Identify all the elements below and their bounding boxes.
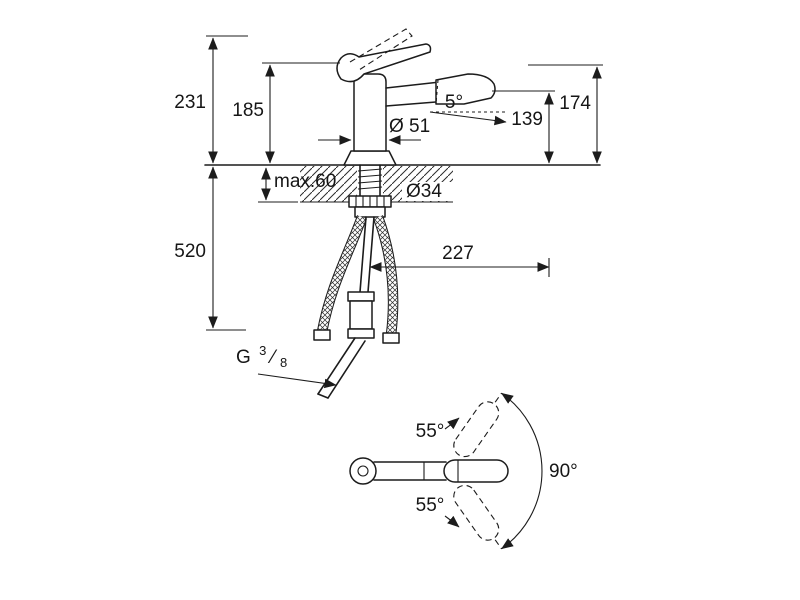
dim-520: 520 <box>174 166 246 331</box>
dim-174-label: 174 <box>559 93 591 114</box>
angle-5-label: 5° <box>445 92 463 113</box>
lever-raised-dashed <box>349 28 413 71</box>
angle-55-upper: 55° <box>416 417 460 442</box>
braided-hose-left <box>317 215 366 333</box>
shank-and-nut <box>348 164 392 218</box>
dim-139: 139 <box>492 90 555 164</box>
dim-max60-label: max.60 <box>274 171 336 192</box>
dim-227: 227 <box>369 243 550 277</box>
pullout-spray-head <box>435 73 496 105</box>
dim-diameter-51: Ø 51 <box>318 116 430 145</box>
angle-90-label: 90° <box>549 461 578 482</box>
angle-55-lower: 55° <box>416 495 460 528</box>
hose-fitting-right <box>382 332 400 344</box>
top-faucet-solid <box>349 457 509 485</box>
thread-size-label: G 3 ⁄ 8 <box>236 339 287 370</box>
dim-231: 231 <box>174 35 248 164</box>
hose-fitting-left <box>313 329 331 341</box>
spray-head-top <box>443 459 509 483</box>
dim-174: 174 <box>528 64 603 164</box>
hose-weight-body <box>349 300 373 330</box>
spray-head-joint-dashed <box>435 79 439 105</box>
dim-34-label: Ø34 <box>406 181 442 202</box>
hose-end-cap <box>317 393 329 399</box>
dim-185-label: 185 <box>232 100 264 121</box>
swivel-arc-90 <box>501 392 543 550</box>
dim-227-label: 227 <box>442 243 474 264</box>
top-dashed-upper <box>453 392 502 458</box>
dim-520-label: 520 <box>174 241 206 262</box>
handle-knob-top <box>349 457 377 485</box>
angle-5deg: 5° <box>429 92 507 126</box>
thread-size: G 3 ⁄ 8 <box>236 339 337 389</box>
top-view: 55° 55° 90° <box>349 392 578 550</box>
side-view: 5° <box>174 28 603 399</box>
angle-55-lower-label: 55° <box>416 495 445 516</box>
braided-hose-right <box>374 215 398 336</box>
supply-hoses <box>313 215 400 344</box>
swivel-position-upper <box>453 401 500 458</box>
thread-leader-arrow <box>257 373 337 389</box>
escutcheon <box>343 150 397 166</box>
faucet-body <box>336 28 496 166</box>
spout-top <box>385 81 441 89</box>
hose-weight-bottom <box>347 328 375 339</box>
dim-diameter-34: Ø34 <box>402 181 454 202</box>
spout-bottom <box>385 101 437 107</box>
hose-weight-top <box>347 291 375 302</box>
top-dashed-lower <box>453 484 502 550</box>
body-column <box>353 73 387 152</box>
angle-55-upper-label: 55° <box>416 421 445 442</box>
dim-185: 185 <box>232 62 340 164</box>
dim-51-label: Ø 51 <box>389 116 430 137</box>
dim-231-label: 231 <box>174 92 206 113</box>
swivel-position-lower <box>453 484 500 541</box>
dim-139-label: 139 <box>511 109 543 130</box>
mounting-nut-bottom <box>354 206 386 218</box>
angle-slope-line <box>429 111 507 126</box>
pullout-hose <box>317 216 375 399</box>
dim-max60: max.60 <box>258 167 336 203</box>
counter-hatch-left <box>300 166 357 202</box>
